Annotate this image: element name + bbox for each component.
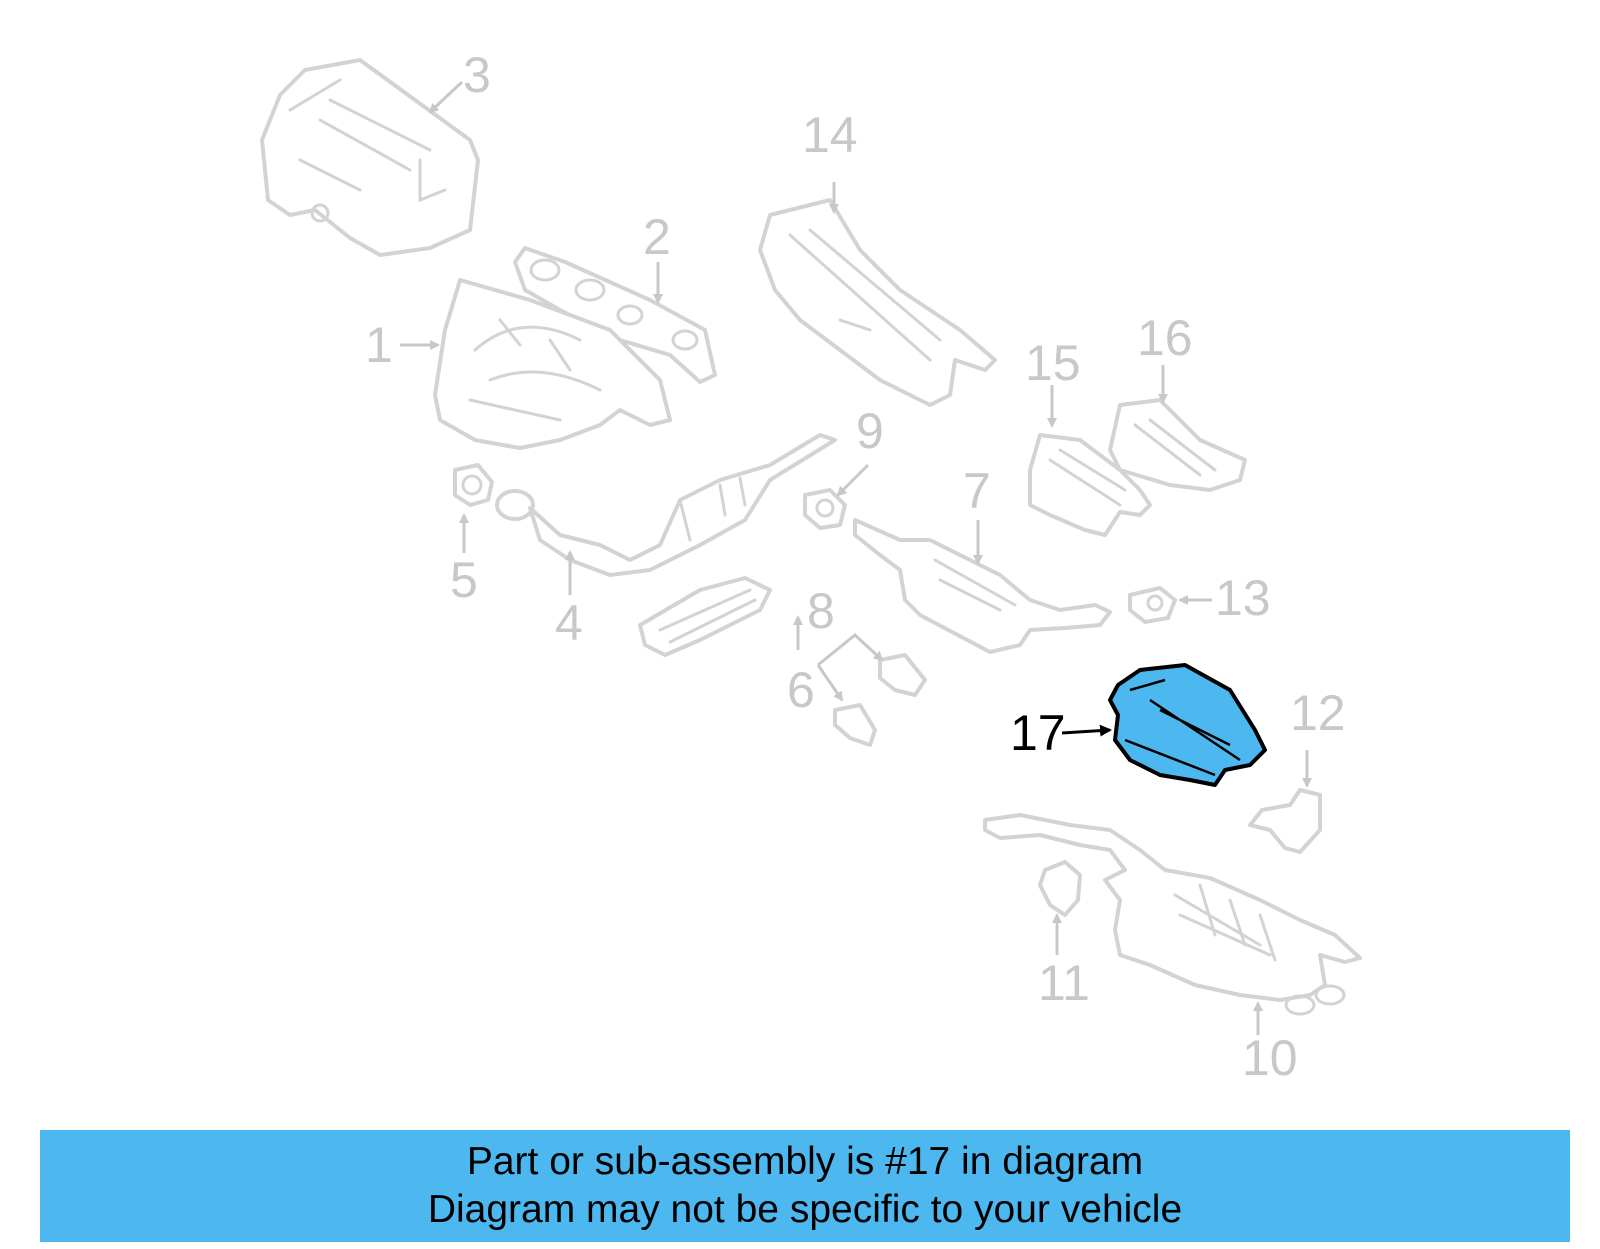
part-12-bracket[interactable] bbox=[1248, 788, 1322, 854]
part-13-hanger[interactable] bbox=[1128, 586, 1177, 624]
part-9-clamp[interactable] bbox=[803, 488, 847, 530]
part-2-manifold-gasket[interactable] bbox=[513, 246, 717, 384]
callout-1: 1 bbox=[365, 317, 393, 373]
callout-6: 6 bbox=[787, 662, 815, 718]
part-14-tunnel-heat-shield[interactable] bbox=[758, 198, 997, 407]
part-4-front-pipe[interactable] bbox=[495, 433, 837, 577]
part-7-center-pipe[interactable] bbox=[853, 518, 1112, 654]
part-11-hanger[interactable] bbox=[1038, 860, 1082, 917]
part-5-gasket[interactable] bbox=[453, 463, 494, 507]
callout-16: 16 bbox=[1137, 310, 1193, 366]
callout-17: 17 bbox=[1010, 705, 1066, 761]
leader-lines bbox=[400, 80, 1312, 1035]
callout-10: 10 bbox=[1242, 1030, 1298, 1086]
exhaust-parts-diagram: 3 2 1 14 9 7 15 16 5 4 13 8 6 12 17 11 1… bbox=[260, 47, 1362, 1086]
part-16-heat-shield[interactable] bbox=[1108, 398, 1247, 492]
part-10-rear-muffler[interactable] bbox=[983, 813, 1362, 1016]
callout-7: 7 bbox=[963, 463, 991, 519]
part-8-bracket[interactable] bbox=[878, 653, 927, 697]
part-lower-heat-shield[interactable] bbox=[638, 576, 772, 657]
part-info-banner: Part or sub-assembly is #17 in diagram D… bbox=[40, 1130, 1570, 1242]
callout-8: 8 bbox=[807, 583, 835, 639]
callout-12: 12 bbox=[1290, 685, 1346, 741]
callout-9: 9 bbox=[856, 403, 884, 459]
callout-11: 11 bbox=[1038, 955, 1090, 1011]
callout-14: 14 bbox=[802, 107, 858, 163]
callout-5: 5 bbox=[450, 552, 478, 608]
callout-2: 2 bbox=[643, 209, 671, 265]
banner-line-part: Part or sub-assembly is #17 in diagram bbox=[466, 1140, 1144, 1183]
part-3-heat-cover[interactable] bbox=[260, 58, 480, 257]
callout-labels: 3 2 1 14 9 7 15 16 5 4 13 8 6 12 17 11 1… bbox=[365, 47, 1346, 1086]
part-1-exhaust-manifold[interactable] bbox=[433, 278, 672, 450]
callout-13: 13 bbox=[1215, 570, 1271, 626]
callout-3: 3 bbox=[463, 47, 491, 103]
part-15-heat-shield[interactable] bbox=[1028, 433, 1152, 537]
banner-line-disclaimer: Diagram may not be specific to your vehi… bbox=[427, 1188, 1183, 1231]
callout-15: 15 bbox=[1025, 335, 1081, 391]
part-6-bracket[interactable] bbox=[833, 703, 877, 747]
part-17-heat-shield-highlighted[interactable] bbox=[1108, 663, 1267, 787]
callout-4: 4 bbox=[555, 595, 583, 651]
